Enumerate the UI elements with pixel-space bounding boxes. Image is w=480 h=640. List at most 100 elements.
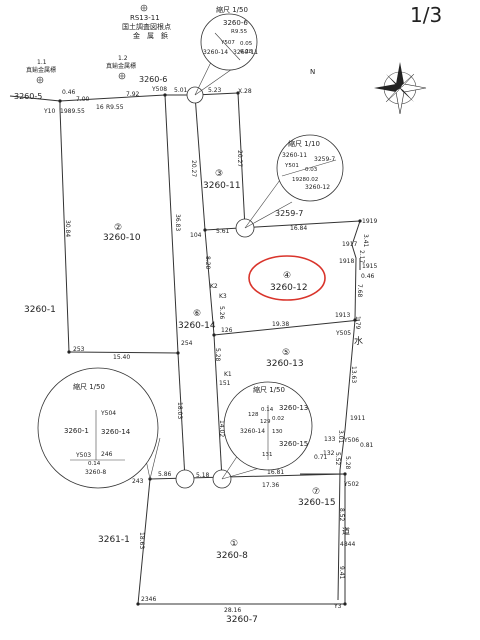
benchmark-label: 真鍮金属標 [106,62,136,70]
distance-label: 3.01 [337,430,344,444]
point-label: 1913 [335,312,350,319]
inset-scale: 縮尺 1/50 [253,385,285,394]
control-point-type: 国土調査図根点 [122,22,171,31]
distance-label: 13.63 [350,366,357,383]
distance-label: 0.46 [62,89,76,96]
distance-label: 0.46 [361,273,375,280]
inset-parcel: 3260-15 [279,440,308,448]
inset-scale: 縮尺 1/50 [73,382,105,391]
inset-parcel: 3260-14 [240,428,265,435]
parcel-7: ⑦ 3260-15 [298,487,336,508]
inset-distance: 0.02 [272,416,284,422]
distance-label: 1.79 [354,316,361,330]
inset-parcel: 3260-6 [223,19,248,27]
parcel-label: 3260-8 [216,551,248,561]
inset-point: Y501 [284,163,299,169]
distance-label: 36.83 [174,214,181,231]
benchmark-number: 1.2 [118,55,128,62]
inset-point: 1928 [292,177,306,183]
point-label: Y508 [151,86,167,93]
point-label: Y502 [343,481,359,488]
outer-parcel-label: 3259-7 [275,209,303,218]
distance-label: 8.20 [204,256,211,270]
point-labels: 104 1919 1917 1918 1915 1913 Y505 126 K2… [73,218,377,610]
point-label: 132 [323,450,335,457]
inset-parcel: 3260-13 [279,404,308,412]
inset-scale: 縮尺 1/50 [216,5,248,14]
parcel-number: ① [230,539,238,549]
inset-point: 129 [260,419,271,425]
inset-parcel: 3260-12 [305,184,330,191]
inset-point: Y503 [75,452,91,459]
outer-parcel-label: 3261-1 [98,535,130,545]
distance-label: 18.63 [138,532,145,549]
parcel-number: ⑥ [193,309,201,319]
inset-point: 246 [101,451,113,458]
point-label: 1919 [362,218,377,225]
compass-rose-icon [374,62,427,115]
distance-label: 5.52 [334,452,341,466]
point-label: 253 [73,346,85,353]
point-label: 126 [221,327,233,334]
distance-label: 20.27 [236,150,243,167]
inset-distance: 0.03 [305,167,318,173]
inset-point: Y504 [100,410,116,417]
parcel-5: ⑤ 3260-13 [266,348,304,369]
point-label: Y506 [343,437,359,444]
point-label: R9.55 [106,104,124,111]
parcel-2: ② 3260-10 [103,223,141,243]
distance-label: 5.28 [214,348,221,362]
inset-parcel: 3260-8 [85,469,106,476]
point-label: 254 [181,340,193,347]
parcel-label: 3260-14 [178,321,216,331]
point-label: 1918 [339,258,354,265]
distance-label: 0.81 [360,442,374,449]
point-label: K2 [210,283,218,290]
point-label: 1989.55 [60,108,85,115]
point-label: K3 [219,293,227,300]
distance-label: 5.18 [196,472,210,479]
parcel-number: ④ [283,271,291,281]
parcel-1: ① 3260-8 [216,539,248,561]
point-label: Y3 [333,603,342,610]
parcel-6: ⑥ 3260-14 [178,309,216,331]
inset-distance: 0.14 [261,407,274,413]
inset-distance: 0.28 [240,49,253,55]
distance-label: 0.71 [314,454,328,461]
parcel-number: ⑦ [312,487,320,497]
inset-center: 縮尺 1/50 0.14 3260-13 128 129 0.02 130 32… [221,381,313,480]
distance-label: 17.36 [262,482,279,489]
distance-label: 5.26 [218,306,225,320]
benchmark-2: 1.2 真鍮金属標 [106,55,136,80]
parcel-label: 3260-15 [298,498,336,508]
inset-point: 131 [262,452,273,458]
distance-label: 8.52 [338,508,345,522]
inset-left: 縮尺 1/50 Y504 3260-1 3260-14 Y503 246 0.1… [37,367,161,489]
distance-label: 5.23 [208,87,222,94]
parcel-label: 3260-12 [270,283,308,293]
distance-label: 7.68 [356,284,363,298]
inset-point: 130 [272,429,283,435]
control-point-id: RS13-11 [130,14,160,22]
control-point-icon [140,4,148,12]
highlight-ellipse [248,255,326,301]
corner-marker [175,469,195,489]
distance-label: 5.28 [344,456,351,470]
parcel-label: 3260-10 [103,233,141,243]
parcel-label: 3260-11 [203,181,241,191]
north-marker-icon: N [310,68,315,76]
benchmark-label: 真鍮金属標 [26,66,56,74]
inset-parcel: 3260-11 [282,152,307,159]
distance-label: 16.81 [267,469,284,476]
inset-point: 128 [248,412,259,418]
point-label: 2346 [141,596,156,603]
inset-distance: 0.14 [88,461,101,467]
distance-label: 7.00 [76,96,90,103]
point-label: 151 [219,380,231,387]
distance-label: 9.41 [338,566,345,580]
point-label: 4844 [340,541,355,548]
parcel-3: ③ 3260-11 [203,169,241,191]
distance-label: 3.41 [362,234,369,248]
point-label: 104 [190,232,202,239]
